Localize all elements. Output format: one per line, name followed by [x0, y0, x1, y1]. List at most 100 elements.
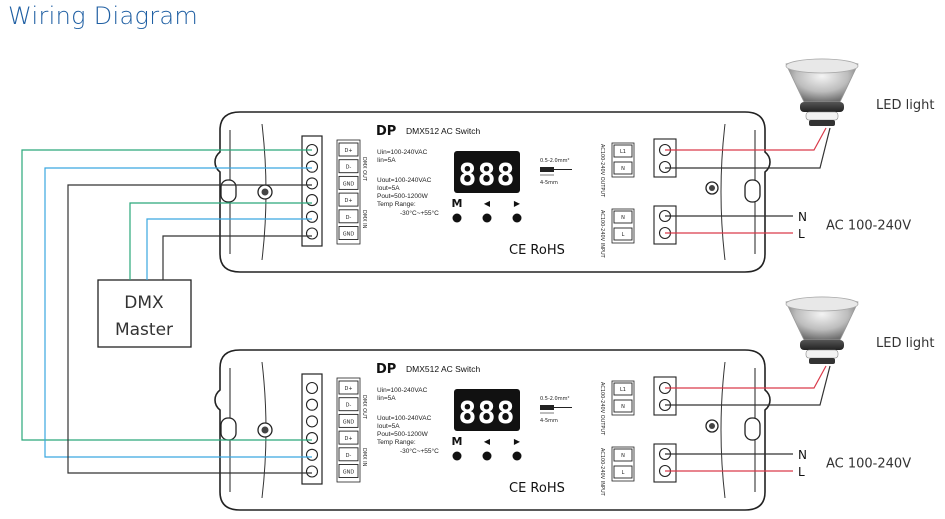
terminal-screw [305, 432, 319, 445]
dmx-pin-label: GND [343, 419, 355, 425]
dmx-pin-box [338, 209, 359, 224]
dmx-pin-box [338, 447, 359, 462]
dmx-master-line1: DMX [124, 293, 164, 313]
input-label: AC100-240V INPUT [599, 210, 605, 259]
terminal-screw [305, 398, 319, 411]
supply-voltage-label: AC 100-240V [826, 219, 911, 234]
spec-spec_out3: Pout=500-1200W [377, 193, 429, 200]
dmx-pin-box [338, 142, 359, 157]
right-arrow-icon: ▶ [514, 199, 521, 208]
model-label: DMX512 AC Switch [406, 364, 480, 374]
terminal-screw [305, 415, 319, 428]
spec-spec_out3: Pout=500-1200W [377, 431, 429, 438]
seven-segment-display [454, 389, 520, 431]
supply-voltage-label: AC 100-240V [826, 457, 911, 472]
dmx-pin-label: D+ [344, 148, 352, 154]
dmx-pin-label: GND [343, 181, 355, 187]
dmx-pin-label: D- [346, 453, 352, 459]
mode-button[interactable] [452, 213, 462, 223]
wire-strip-icon [540, 167, 554, 172]
dmx-pin-label: D+ [344, 436, 352, 442]
right-button[interactable] [512, 451, 522, 461]
spec-spec_out2: Iout=5A [377, 423, 400, 430]
ac-supply-1: NL AC 100-240V [665, 210, 911, 241]
model-label: DMX512 AC Switch [406, 126, 480, 136]
dmx-pin-box [338, 397, 359, 412]
dmx-pin-box [338, 413, 359, 428]
dmx-pin-box [338, 175, 359, 190]
output-pin-label: N [621, 166, 625, 172]
dmx-pin-frame [336, 139, 361, 245]
spec-spec_out2: Iout=5A [377, 185, 400, 192]
wire-strip-icon [540, 405, 554, 410]
right-button[interactable] [512, 213, 522, 223]
dmx-pin-label: GND [343, 232, 355, 238]
dmx-out-label: DMX OUT [361, 157, 367, 182]
dmx-pin-label: D- [346, 403, 352, 409]
brand-label: DP [376, 362, 396, 377]
spec-temp_label: Temp Range: [377, 201, 416, 208]
wire-gauge-label: 0.5-2.0mm² [540, 396, 569, 402]
spec-spec_in2: Iin=5A [377, 157, 396, 164]
mode-button-label: M [452, 197, 463, 210]
dmx-pin-label: D- [346, 165, 352, 171]
led-light-label: LED light [876, 336, 934, 351]
terminal-screw [658, 160, 672, 174]
left-button[interactable] [482, 451, 492, 461]
led-light-2: LED light [665, 296, 934, 406]
spec-spec_out1: Uout=100-240VAC [377, 415, 432, 422]
spec-spec_in1: Uin=100-240VAC [377, 387, 428, 394]
strip-length-label: 4-5mm [540, 418, 558, 424]
input-pin-label: L [622, 470, 625, 476]
display-digits: 888 [458, 396, 515, 431]
dmx-in-label: DMX IN [361, 448, 367, 467]
dmx-pin-box [338, 380, 359, 395]
strip-length-label: 4-5mm [540, 180, 558, 186]
input-pin-frame [611, 208, 635, 244]
output-pin-label: L1 [620, 149, 626, 155]
output-pin-label: L1 [620, 387, 626, 393]
dmx-in-label: DMX IN [361, 210, 367, 229]
display-digits: 888 [458, 158, 515, 193]
neutral-label: N [798, 210, 807, 224]
dmx-master-box [97, 279, 192, 348]
led-light-label: LED light [876, 98, 934, 113]
brand-label: DP [376, 124, 396, 139]
dmx-out-label: DMX OUT [361, 395, 367, 420]
output-pin-frame [611, 142, 635, 178]
terminal-screw [305, 448, 319, 461]
input-label: AC100-240V INPUT [599, 448, 605, 497]
terminal-screw [305, 194, 319, 207]
ce-rohs-mark: CE RoHS [509, 243, 565, 258]
dmx-pin-label: D+ [344, 386, 352, 392]
seven-segment-display [454, 151, 520, 193]
mode-button[interactable] [452, 451, 462, 461]
neutral-label: N [798, 448, 807, 462]
input-pin-label: N [621, 215, 625, 221]
dmx-pin-box [338, 226, 359, 240]
output-label: AC100-240V OUTPUT [599, 144, 605, 198]
left-arrow-icon: ◀ [484, 437, 491, 446]
terminal-screw [305, 177, 319, 190]
input-pin-box [613, 448, 633, 462]
wire-gauge-label: 0.5-2.0mm² [540, 158, 569, 164]
output-label: AC100-240V OUTPUT [599, 382, 605, 436]
mode-button-label: M [452, 435, 463, 448]
input-pin-frame [611, 446, 635, 482]
left-button[interactable] [482, 213, 492, 223]
terminal-screw [305, 465, 319, 478]
dmx-pin-box [338, 192, 359, 207]
output-pin-box [613, 161, 633, 175]
live-label: L [798, 465, 805, 479]
temp-value: -30°C~+55°C [400, 447, 439, 455]
led-base [800, 102, 844, 112]
output-pin-label: N [621, 404, 625, 410]
terminal-screw [305, 227, 319, 240]
right-arrow-icon: ▶ [514, 437, 521, 446]
dmx-wiring [21, 149, 312, 474]
terminal-screw [305, 381, 319, 395]
live-label: L [798, 227, 805, 241]
output-pin-box [613, 382, 633, 396]
